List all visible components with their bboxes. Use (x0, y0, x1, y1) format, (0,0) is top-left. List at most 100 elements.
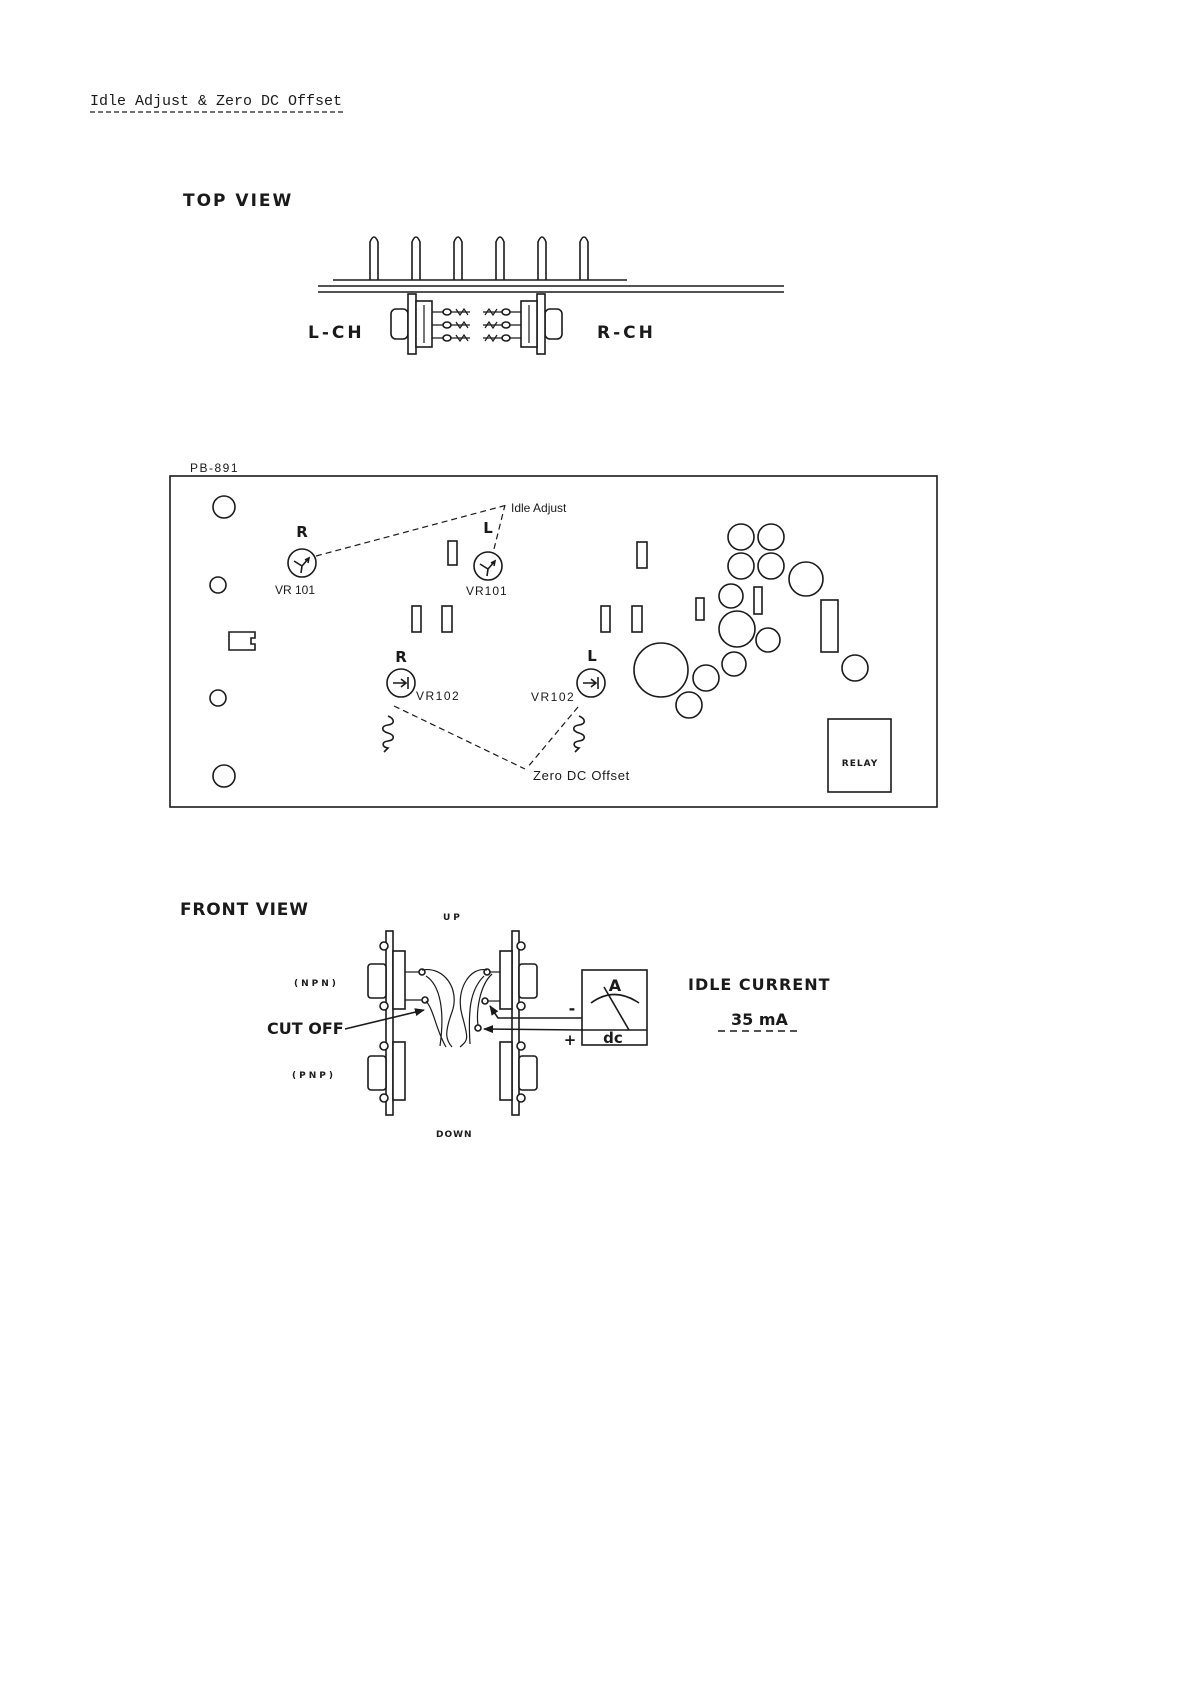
screw-icon (380, 1002, 388, 1010)
capacitor (758, 553, 784, 579)
pnp-transistor-flange (393, 1042, 405, 1100)
zero-dc-offset-label: Zero DC Offset (533, 768, 630, 783)
cut-off-label: CUT OFF (267, 1019, 344, 1038)
document-title: Idle Adjust & Zero DC Offset (90, 93, 342, 110)
meter-unit-label: A (609, 976, 622, 995)
ammeter: A dc (582, 970, 647, 1047)
capacitor (676, 692, 702, 718)
component (412, 606, 421, 632)
right-channel-transistor-top (483, 294, 562, 354)
heatsink-fin (412, 237, 420, 280)
board-capacitors (634, 524, 868, 718)
transistor-mount-plate (537, 294, 545, 354)
pnp-label: (PNP) (292, 1071, 336, 1081)
zero-dc-leader-left (527, 707, 578, 768)
capacitor (634, 643, 688, 697)
mounting-hole-small (210, 577, 226, 593)
screw-icon (517, 942, 525, 950)
idle-adjust-label: Idle Adjust (511, 501, 567, 515)
meter-mode-label: dc (603, 1029, 623, 1047)
heatsink-fin (496, 237, 504, 280)
npn-transistor-body (519, 964, 537, 998)
capacitor (719, 611, 755, 647)
vr101-left-ref: VR101 (466, 584, 508, 598)
pnp-transistor-flange (500, 1042, 512, 1100)
vr101-left-trimmer (474, 552, 502, 580)
meter-positive-lead (484, 1029, 582, 1030)
vr101-left-channel-label: L (483, 519, 493, 537)
terminal (482, 998, 488, 1004)
capacitor (789, 562, 823, 596)
cut-off-arrow (345, 1010, 424, 1029)
mounting-hole (213, 496, 235, 518)
idle-adjust-leader-left (494, 505, 505, 549)
vr101-right-ref: VR 101 (275, 583, 315, 597)
screw-icon (517, 1042, 525, 1050)
heatsink-fin (370, 237, 378, 280)
board-edge-components (210, 496, 255, 787)
screw-icon (517, 1002, 525, 1010)
transistor-leads (432, 309, 470, 341)
transistor-body (545, 309, 562, 339)
capacitor (722, 652, 746, 676)
relay (828, 719, 891, 792)
right-transistor-pair-front (482, 931, 537, 1115)
capacitor (719, 584, 743, 608)
coil-icon (383, 716, 394, 752)
capacitor (756, 628, 780, 652)
capacitor (758, 524, 784, 550)
screw-icon (517, 1094, 525, 1102)
right-channel-label: R-CH (597, 323, 656, 343)
pcb-outline (170, 476, 937, 807)
emitter-wires (422, 970, 492, 1047)
component (754, 587, 762, 614)
mounting-hole (213, 765, 235, 787)
component (448, 541, 457, 565)
mount-plate (386, 931, 393, 1115)
pnp-transistor-body (519, 1056, 537, 1090)
component (696, 598, 704, 620)
up-label: UP (443, 913, 463, 923)
left-channel-transistor-top (391, 294, 470, 354)
coils (383, 716, 585, 752)
idle-current-value: 35 mA (731, 1010, 789, 1029)
vr102-left-channel-label: L (587, 647, 597, 665)
heatsink (318, 237, 784, 292)
screw-icon (380, 1042, 388, 1050)
trimmer-symbol-icon (393, 677, 408, 689)
screw-icon (380, 942, 388, 950)
capacitor (842, 655, 868, 681)
front-view-heading: FRONT VIEW (180, 900, 309, 920)
capacitor (728, 524, 754, 550)
pnp-transistor-body (368, 1056, 386, 1090)
vr101-right-trimmer (288, 549, 316, 577)
npn-transistor-body (368, 964, 386, 998)
negative-terminal-label: - (569, 999, 576, 1018)
capacitor (693, 665, 719, 691)
capacitor (728, 553, 754, 579)
trimmer-symbol-icon (583, 677, 598, 689)
trimmer-symbol-icon (480, 561, 495, 576)
trimmer-symbol-icon (294, 558, 309, 573)
idle-current-label: IDLE CURRENT (688, 975, 831, 994)
npn-transistor-flange (393, 951, 405, 1009)
left-channel-label: L-CH (308, 323, 365, 343)
test-point (475, 1025, 481, 1031)
component (821, 600, 838, 652)
npn-transistor-flange (500, 951, 512, 1009)
down-label: DOWN (436, 1130, 473, 1140)
vr102-right-channel-label: R (395, 648, 407, 666)
vr102-right-ref: VR102 (416, 689, 460, 703)
component (637, 542, 647, 568)
connector (229, 632, 255, 650)
transistor-mount-plate (408, 294, 416, 354)
component (632, 606, 642, 632)
vr102-left-trimmer (577, 669, 605, 697)
transistor-leads (483, 309, 521, 341)
transistor-body (391, 309, 408, 339)
npn-label: (NPN) (294, 979, 339, 989)
top-view-heading: TOP VIEW (183, 191, 293, 211)
coil-icon (574, 716, 585, 752)
mount-plate (512, 931, 519, 1115)
zero-dc-leader-right (394, 706, 525, 769)
